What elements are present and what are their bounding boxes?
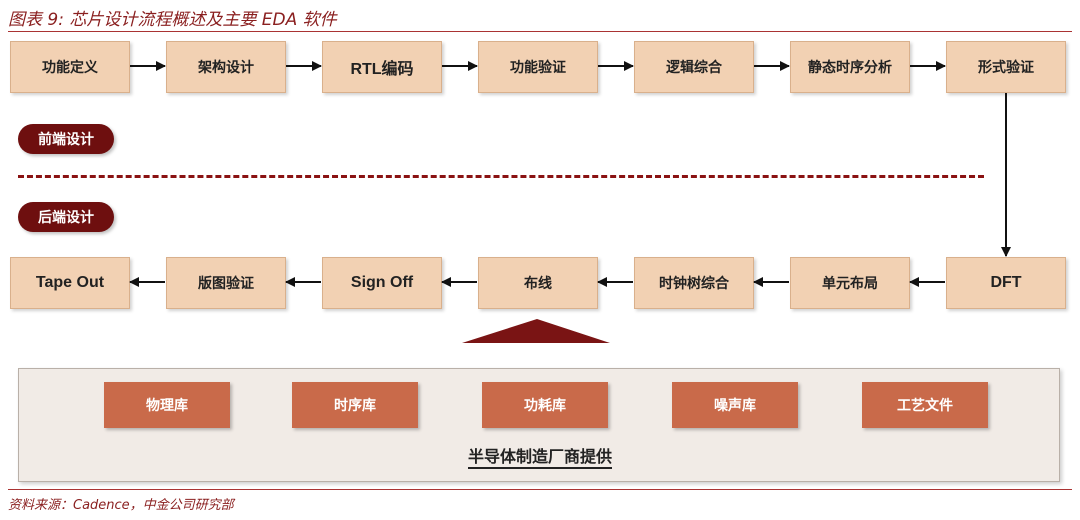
title-divider [8,31,1072,32]
support-triangle-icon [462,319,610,343]
library-timing: 时序库 [292,382,418,428]
step-tape-out: Tape Out [10,257,130,309]
foundry-provided-label: 半导体制造厂商提供 [0,443,1080,469]
step-cell-placement: 单元布局 [790,257,910,309]
step-formal-verification: 形式验证 [946,41,1066,93]
step-logic-synthesis: 逻辑综合 [634,41,754,93]
frontend-backend-divider [18,175,984,178]
step-static-timing-analysis: 静态时序分析 [790,41,910,93]
library-noise: 噪声库 [672,382,798,428]
foundry-provided-text: 半导体制造厂商提供 [467,447,612,469]
library-power: 功耗库 [482,382,608,428]
step-function-definition: 功能定义 [10,41,130,93]
frontend-design-label: 前端设计 [18,124,114,154]
backend-design-label: 后端设计 [18,202,114,232]
source-divider [8,489,1072,490]
step-dft: DFT [946,257,1066,309]
step-clock-tree-synthesis: 时钟树综合 [634,257,754,309]
figure-title: 图表 9: 芯片设计流程概述及主要 EDA 软件 [8,10,337,30]
library-process-file: 工艺文件 [862,382,988,428]
library-physical: 物理库 [104,382,230,428]
step-layout-verification: 版图验证 [166,257,286,309]
source-note: 资料来源：Cadence，中金公司研究部 [8,498,234,513]
step-rtl-coding: RTL编码 [322,41,442,93]
step-function-verification: 功能验证 [478,41,598,93]
step-sign-off: Sign Off [322,257,442,309]
step-architecture-design: 架构设计 [166,41,286,93]
step-routing: 布线 [478,257,598,309]
